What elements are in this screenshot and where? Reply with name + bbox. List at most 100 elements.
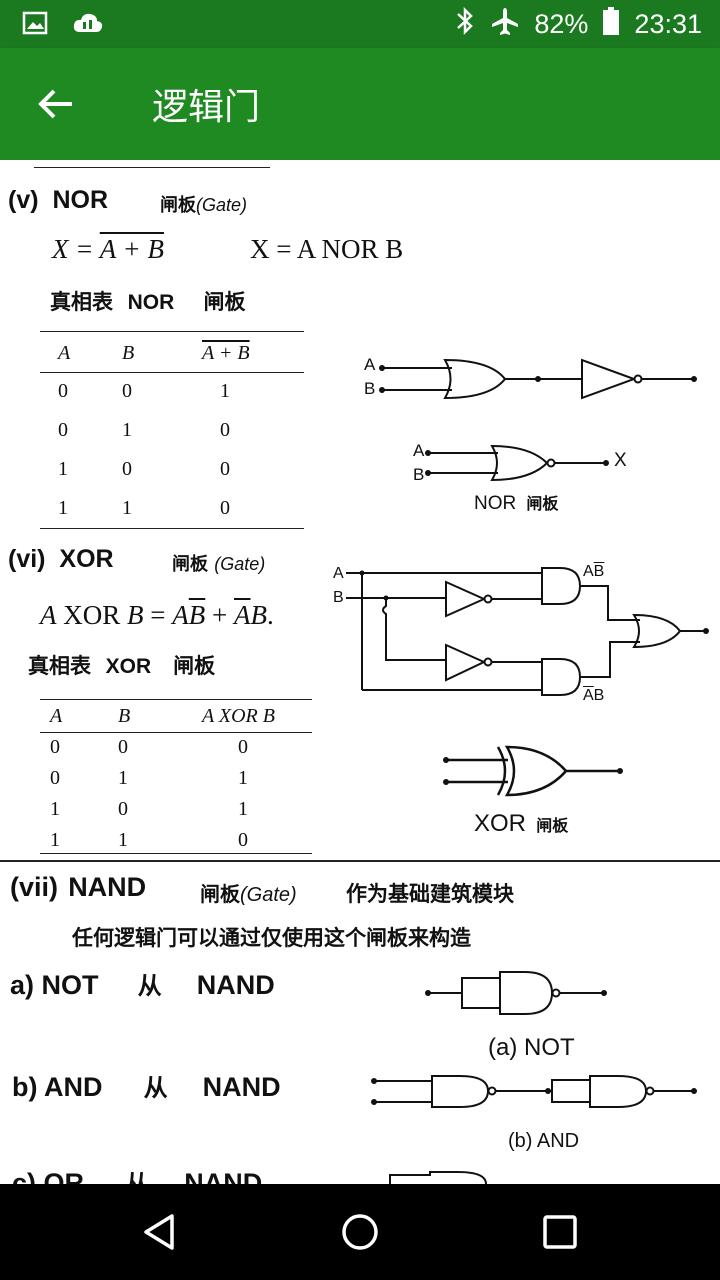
tt-title-cn: 真相表 bbox=[28, 654, 91, 678]
f-op: XOR bbox=[63, 600, 121, 630]
gate-cn: 闸板 bbox=[172, 554, 208, 575]
xor-gate-label: 闸板 (Gate) bbox=[172, 550, 265, 576]
cell: 1 bbox=[122, 419, 132, 441]
caption-cn: 闸板 bbox=[526, 494, 559, 513]
nor-circuit-diagram bbox=[379, 358, 697, 482]
nand-roman: (vii) bbox=[10, 872, 59, 902]
nand-description-1: 作为基础建筑模块 bbox=[346, 882, 514, 906]
xor-formula: A XOR B = AB + AB. bbox=[40, 600, 274, 631]
table-top-rule bbox=[40, 699, 312, 700]
circle-home-icon bbox=[342, 1214, 378, 1250]
cell: 0 bbox=[220, 458, 230, 480]
cell: 1 bbox=[220, 380, 230, 403]
table-bottom-rule bbox=[40, 528, 304, 529]
item-from: 从 bbox=[143, 1074, 168, 1102]
label-part: A bbox=[583, 687, 594, 704]
cell: 1 bbox=[58, 458, 68, 480]
nor-diagram-caption: NOR 闸板 bbox=[474, 490, 558, 515]
diagram-label-ab-bar: AB bbox=[583, 563, 604, 581]
tt-title-gate: 闸板 bbox=[203, 290, 246, 314]
cell: 1 bbox=[238, 767, 248, 789]
nor-heading: (v) NOR bbox=[8, 186, 108, 215]
battery-text: 82% bbox=[534, 9, 589, 39]
item-label: c) OR bbox=[12, 1168, 85, 1184]
section-divider bbox=[0, 860, 720, 862]
diagram-label: B bbox=[333, 589, 344, 606]
diagram-label: B bbox=[364, 379, 376, 398]
gate-en: (Gate) bbox=[196, 195, 248, 215]
nand-item-or: c) OR 从 NAND bbox=[12, 1164, 262, 1184]
f-t2b: B bbox=[250, 600, 267, 630]
cell: 0 bbox=[238, 736, 248, 759]
diagram-label: A bbox=[333, 565, 344, 582]
item-label: b) AND bbox=[12, 1072, 103, 1102]
caption-cn: 闸板 bbox=[536, 816, 569, 835]
col-header: B bbox=[118, 702, 202, 733]
app-bar: 逻辑门 bbox=[0, 48, 720, 160]
nor-gate-label: 闸板(Gate) bbox=[160, 191, 247, 217]
arrow-left-icon bbox=[38, 89, 72, 119]
nand-description-2: 任何逻辑门可以通过仅使用这个闸板来构造 bbox=[72, 926, 471, 950]
back-button[interactable] bbox=[30, 78, 82, 130]
item-nand: NAND bbox=[184, 1168, 263, 1184]
table-row: 1 0 1 bbox=[40, 794, 312, 825]
item-label: a) NOT bbox=[10, 970, 99, 1000]
xor-circuit-diagram bbox=[346, 567, 709, 797]
nor-formula-1: X = A + B bbox=[52, 234, 164, 265]
f-a: A bbox=[40, 600, 57, 630]
xor-roman: (vi) bbox=[8, 545, 46, 573]
cell: 0 bbox=[50, 767, 60, 789]
nav-recents-button[interactable] bbox=[528, 1202, 592, 1262]
nor-roman: (v) bbox=[8, 186, 39, 214]
square-recents-icon bbox=[543, 1215, 577, 1249]
cell: 1 bbox=[238, 798, 248, 820]
nand-name: NAND bbox=[68, 872, 147, 902]
formula-rhs: A + B bbox=[99, 234, 164, 264]
gate-en: (Gate) bbox=[240, 884, 297, 906]
page-title: 逻辑门 bbox=[152, 87, 261, 128]
item-nand: NAND bbox=[202, 1072, 281, 1102]
xor-truth-table-title: 真相表 XOR 闸板 bbox=[28, 650, 215, 680]
item-from: 从 bbox=[137, 972, 162, 1000]
nor-truth-table-title: 真相表 NOR 闸板 bbox=[50, 286, 246, 316]
tt-title-gate: 闸板 bbox=[173, 654, 216, 678]
label-part: B bbox=[593, 687, 605, 704]
nav-back-button[interactable] bbox=[128, 1202, 192, 1262]
cell: 0 bbox=[118, 798, 128, 820]
navigation-bar bbox=[0, 1184, 720, 1280]
caption-en: XOR bbox=[474, 810, 527, 837]
table-row: 1 0 0 bbox=[40, 450, 304, 489]
xor-diagram-caption: XOR 闸板 bbox=[474, 810, 568, 838]
diagram-label-bar-ab: AB bbox=[583, 687, 604, 705]
f-t1b: B bbox=[188, 600, 206, 630]
xor-name: XOR bbox=[59, 545, 114, 573]
f-eq: = bbox=[143, 600, 173, 630]
triangle-back-icon bbox=[144, 1214, 174, 1250]
item-from: 从 bbox=[125, 1170, 150, 1184]
cell: 1 bbox=[122, 497, 132, 519]
col-header: A + B bbox=[202, 336, 304, 373]
gate-cn: 闸板 bbox=[160, 195, 196, 216]
xor-heading: (vi) XOR bbox=[8, 545, 114, 574]
table-bottom-rule bbox=[40, 853, 312, 854]
cell: 0 bbox=[118, 736, 128, 759]
cell: 0 bbox=[122, 458, 132, 480]
bluetooth-icon bbox=[454, 6, 476, 43]
nav-home-button[interactable] bbox=[328, 1202, 392, 1262]
nand-heading: (vii) NAND bbox=[10, 872, 146, 903]
content-scroll-area[interactable]: (v) NOR 闸板(Gate) X = A + B X = A NOR B 真… bbox=[0, 160, 720, 1184]
diagram-label: X bbox=[614, 450, 627, 471]
col-header: B bbox=[122, 336, 202, 373]
diagram-label: B bbox=[413, 465, 425, 484]
cell: 1 bbox=[58, 497, 68, 519]
cell: 0 bbox=[50, 736, 60, 759]
caption-en: NOR bbox=[474, 493, 517, 514]
cell: 1 bbox=[50, 829, 60, 851]
cell: 1 bbox=[50, 798, 60, 820]
